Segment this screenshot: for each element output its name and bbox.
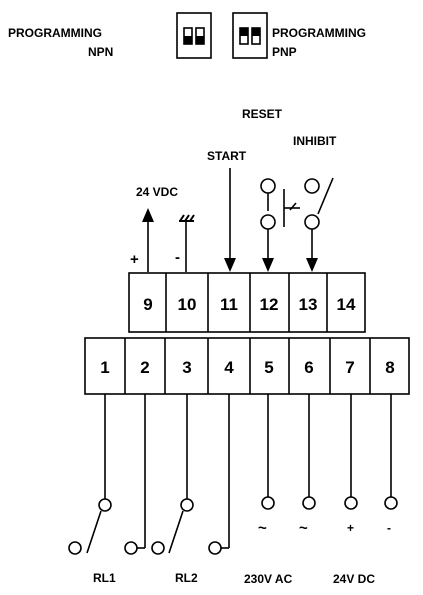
terminal-8-label: 8 [385,358,394,377]
relay-contacts [68,496,398,555]
lower-wires [86,394,392,554]
ground-symbol [179,214,195,222]
terminal-4-label: 4 [224,358,234,377]
terminal-5-label: 5 [264,358,273,377]
ac-symbol-5: ~ [258,520,267,537]
npn-label: NPN [88,45,113,59]
pnp-label: PNP [272,45,297,59]
ac-symbol-6: ~ [299,520,308,537]
terminal-3-label: 3 [182,358,191,377]
npn-dip-switch[interactable] [176,12,212,59]
reset-arrow [262,258,274,272]
dc-supply-label: 24V DC [333,572,375,586]
reset-label: RESET [242,107,283,121]
inhibit-arrow [306,258,318,272]
terminal-11-label: 11 [220,295,238,314]
ac-supply-label: 230V AC [244,572,293,586]
programming-pnp-label: PROGRAMMING [272,26,366,40]
terminal-6-label: 6 [304,358,313,377]
terminal-12-label: 12 [260,295,279,314]
dc-plus-sign: + [347,521,354,535]
dc-minus-sign: - [387,521,391,535]
programming-npn-label: PROGRAMMING [8,26,102,40]
terminal-10-label: 10 [178,295,197,314]
supply-minus-sign: - [175,249,180,266]
start-label: START [207,149,247,163]
terminal-2-label: 2 [140,358,149,377]
lower-terminal-block [84,337,410,395]
switch-contacts-top [260,178,320,230]
rl2-label: RL2 [175,571,198,585]
terminal-9-label: 9 [143,295,152,314]
upper-terminal-block [128,272,366,333]
terminal-13-label: 13 [299,295,318,314]
terminal-14-label: 14 [337,295,356,314]
pnp-dip-switch[interactable] [232,12,268,59]
inhibit-label: INHIBIT [293,134,337,148]
upper-wires [147,168,334,272]
terminal-7-label: 7 [345,358,354,377]
supply-plus-sign: + [130,251,139,268]
start-arrow [224,258,236,272]
supply-label: 24 VDC [136,185,178,199]
terminal-1-label: 1 [100,358,109,377]
rl1-label: RL1 [93,571,116,585]
supply-plus-arrow [142,208,154,222]
